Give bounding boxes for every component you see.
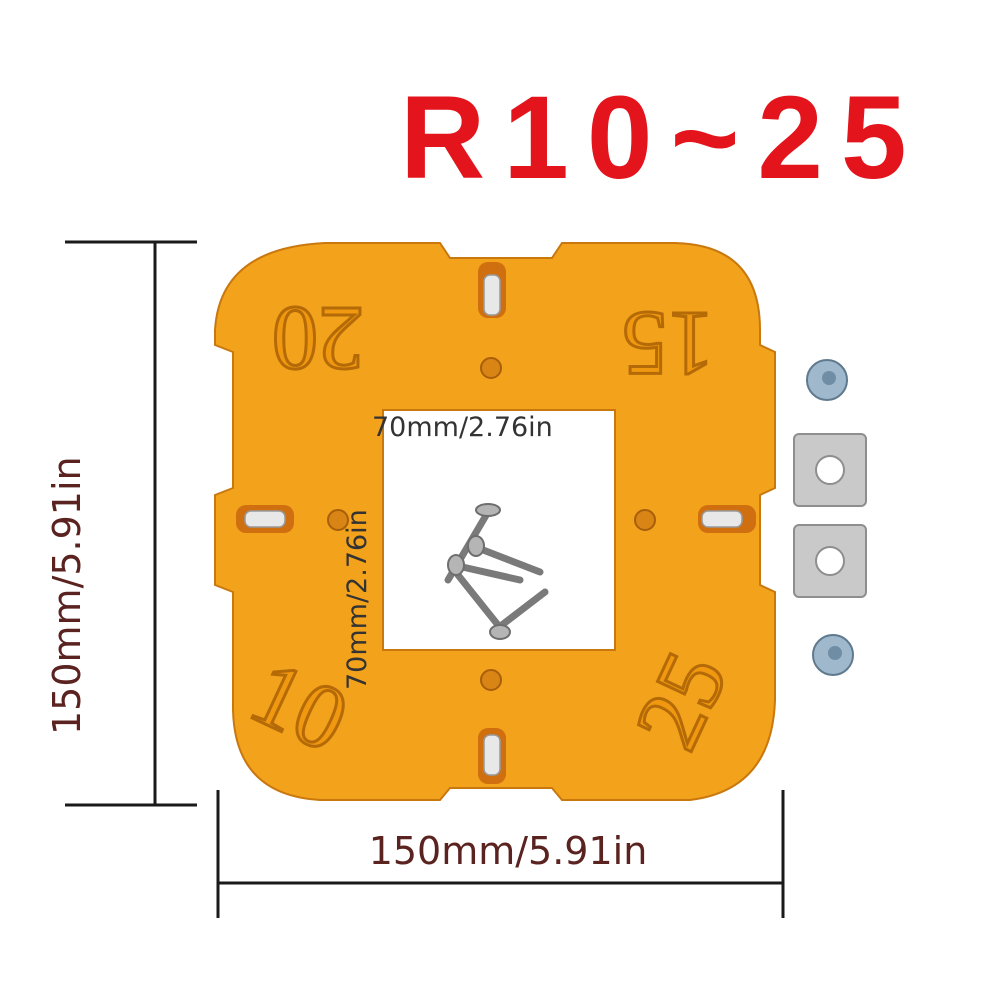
screws <box>444 508 549 632</box>
router-template-plate: 20 15 10 25 <box>214 242 776 801</box>
hardware-parts <box>793 359 867 676</box>
screw-head-icon <box>467 535 485 557</box>
screw-head-icon <box>489 624 511 640</box>
top-hole <box>480 357 502 379</box>
radius-label-15: 15 <box>622 293 714 395</box>
product-title: R10~25 <box>400 72 925 204</box>
left-pin <box>244 510 286 528</box>
left-hole <box>327 509 349 531</box>
height-label: 150mm/5.91in <box>45 456 89 735</box>
right-hole <box>634 509 656 531</box>
width-label: 150mm/5.91in <box>368 829 648 873</box>
right-pin <box>701 510 743 528</box>
top-pin <box>483 274 501 316</box>
inner-height-label: 70mm/2.76in <box>342 509 373 690</box>
dimension-lines <box>65 240 785 918</box>
radius-label-20: 20 <box>272 288 364 390</box>
screw-head-icon <box>475 503 501 517</box>
bottom-pin <box>483 734 501 776</box>
bottom-hole <box>480 669 502 691</box>
screw-head-icon <box>447 554 465 576</box>
inner-width-label: 70mm/2.76in <box>372 412 553 443</box>
